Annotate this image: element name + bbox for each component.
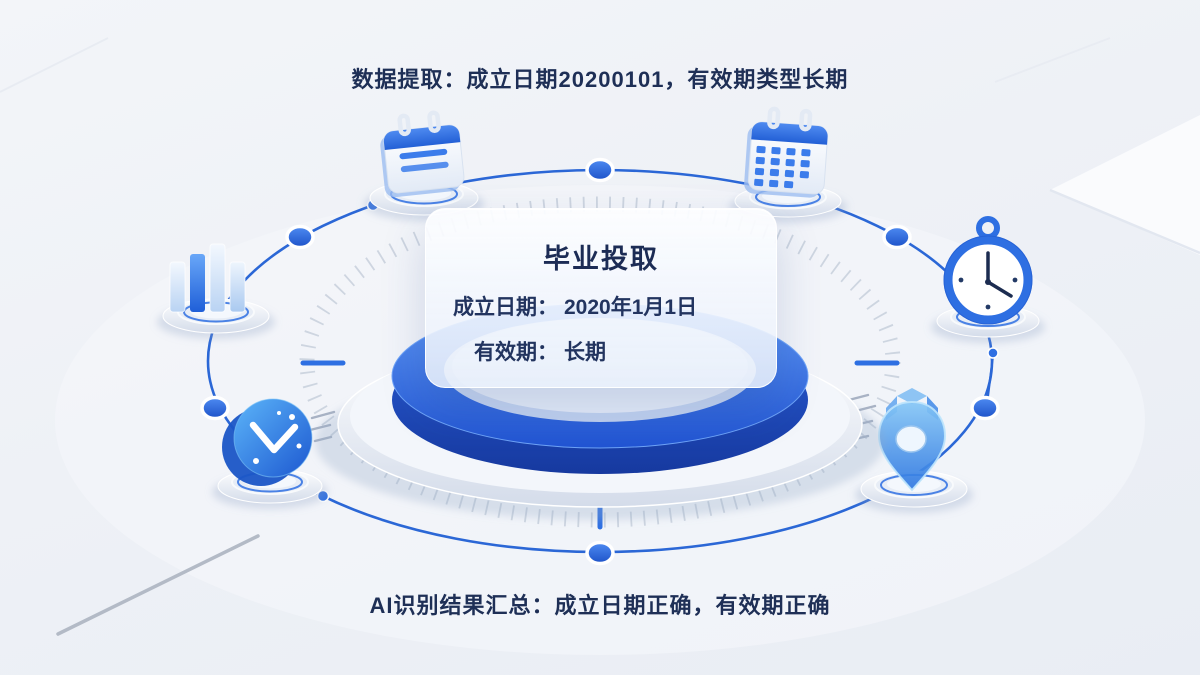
result-card: 毕业投取 成立日期： 2020年1月1日 有效期： 长期: [414, 197, 788, 399]
field-label: 成立日期：: [453, 296, 558, 319]
ai-result-caption: AI识别结果汇总：成立日期正确，有效期正确: [369, 593, 831, 618]
corner-decor-top-right: [994, 37, 1200, 255]
calendar-icon: [744, 106, 829, 198]
stopwatch-icon: [943, 216, 1033, 325]
data-extraction-caption: 数据提取：成立日期20200101，有效期类型长期: [351, 67, 849, 92]
card-field-row-establish-date: 成立日期： 2020年1月1日: [426, 291, 776, 321]
field-label: 有效期：: [474, 341, 558, 364]
corner-decor-bottom-left: [56, 534, 260, 636]
notepad-icon: [380, 110, 465, 198]
corner-decor-top-left: [0, 37, 109, 93]
orbit-node: [200, 157, 1000, 566]
card-title: 毕业投取: [543, 244, 659, 274]
clock-icon: [222, 398, 313, 486]
field-value: 2020年1月1日: [564, 296, 698, 319]
card-field-row-validity: 有效期： 长期: [426, 336, 776, 366]
field-value: 长期: [564, 341, 606, 364]
location-pin-icon: [877, 388, 947, 492]
bar-chart-icon: [169, 243, 246, 313]
orbit-small-dot: [987, 347, 999, 359]
